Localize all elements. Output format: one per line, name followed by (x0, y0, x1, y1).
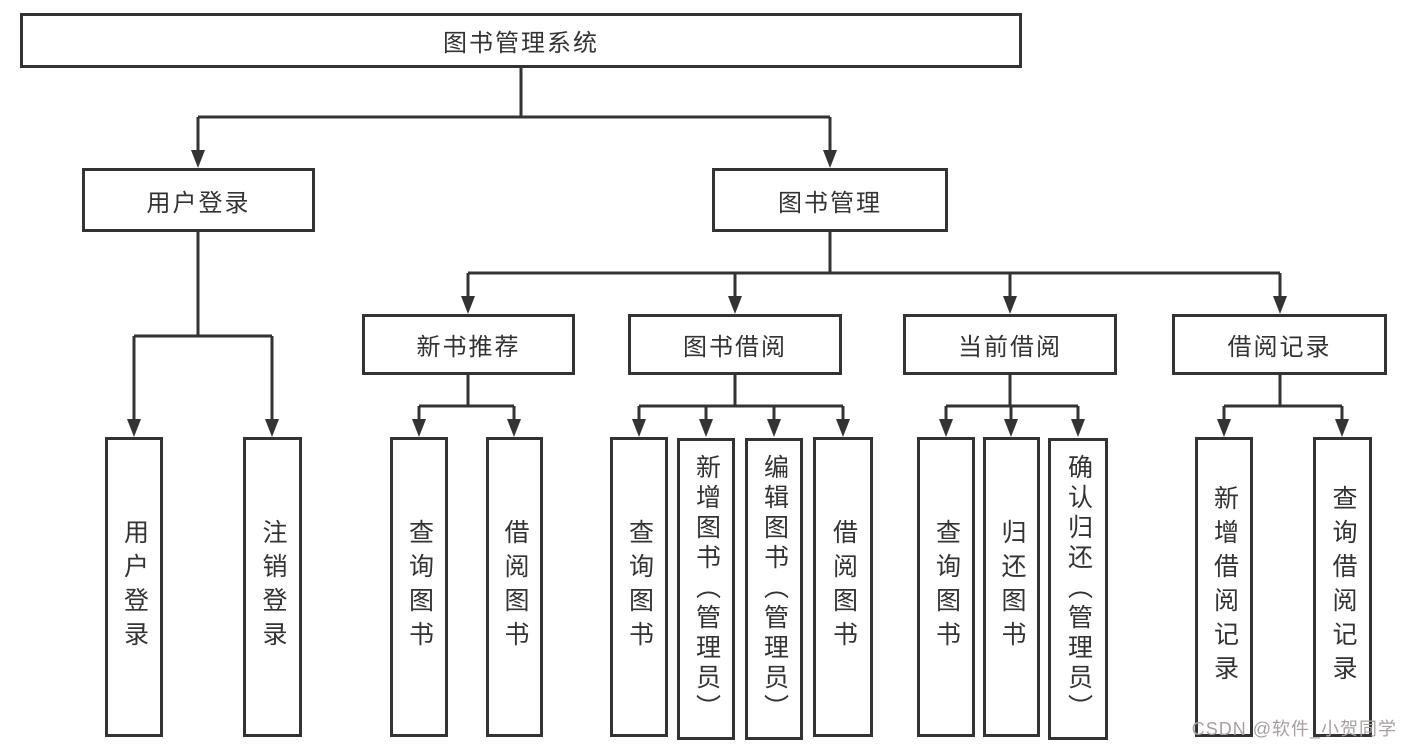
leaf-query-book-2: 查询图书 (610, 437, 668, 737)
arrow-icon (265, 419, 279, 437)
node-label: 借阅图书 (501, 519, 529, 655)
node-label: 用户登录 (120, 519, 149, 655)
arrow-icon (1003, 296, 1017, 314)
node-label: 查询借阅记录 (1329, 485, 1357, 689)
arrow-icon (461, 296, 475, 314)
node-label: 用户登录 (146, 189, 251, 217)
node-label: 查询图书 (932, 519, 961, 655)
arrow-icon (767, 419, 781, 437)
arrow-icon (191, 150, 205, 168)
leaf-query-borrow-record: 查询借阅记录 (1313, 437, 1372, 737)
node-user-login: 用户登录 (82, 168, 315, 232)
arrow-icon (823, 150, 837, 168)
arrow-icon (1217, 419, 1231, 437)
leaf-borrow-book-1: 借阅图书 (486, 437, 543, 737)
node-label: 确认归还（管理员） (1064, 454, 1093, 724)
leaf-add-borrow-record: 新增借阅记录 (1195, 437, 1253, 737)
leaf-query-book-1: 查询图书 (390, 437, 448, 737)
node-label: 查询图书 (405, 519, 434, 655)
node-root-library-system: 图书管理系统 (20, 13, 1022, 68)
node-new-book-recommend: 新书推荐 (362, 314, 575, 375)
arrow-icon (632, 419, 646, 437)
node-label: 编辑图书（管理员） (760, 454, 789, 724)
arrow-icon (1004, 419, 1018, 437)
node-current-borrow: 当前借阅 (903, 314, 1117, 375)
node-label: 查询图书 (625, 519, 654, 655)
node-label: 新增借阅记录 (1210, 485, 1239, 689)
node-label: 借阅图书 (829, 519, 858, 655)
node-label: 借阅记录 (1227, 334, 1332, 361)
node-book-management: 图书管理 (712, 168, 948, 232)
csdn-watermark: CSDN @软件_小贺同学 (1191, 719, 1397, 739)
arrow-icon (1273, 296, 1287, 314)
arrow-icon (836, 419, 850, 437)
leaf-add-book-admin: 新增图书（管理员） (677, 438, 735, 740)
arrow-icon (939, 419, 953, 437)
leaf-user-login: 用户登录 (105, 437, 163, 737)
arrow-icon (1335, 419, 1349, 437)
node-label: 新书推荐 (416, 334, 521, 361)
node-label: 归还图书 (998, 519, 1026, 655)
node-label: 图书借阅 (683, 334, 787, 361)
leaf-edit-book-admin: 编辑图书（管理员） (745, 438, 803, 740)
node-label: 图书管理 (778, 189, 882, 217)
node-label: 图书管理系统 (443, 30, 599, 57)
leaf-logout: 注销登录 (243, 437, 302, 737)
leaf-confirm-return-admin: 确认归还（管理员） (1048, 438, 1108, 740)
arrow-icon (1071, 419, 1085, 437)
node-book-borrow: 图书借阅 (628, 314, 842, 375)
leaf-query-book-3: 查询图书 (917, 437, 975, 737)
node-label: 当前借阅 (958, 334, 1062, 361)
arrow-icon (699, 419, 713, 437)
node-label: 新增图书（管理员） (692, 454, 721, 724)
node-borrow-record: 借阅记录 (1172, 314, 1387, 375)
arrow-icon (412, 419, 426, 437)
leaf-borrow-book-2: 借阅图书 (813, 437, 873, 737)
arrow-icon (728, 296, 742, 314)
node-label: 注销登录 (259, 519, 287, 655)
leaf-return-book: 归还图书 (983, 437, 1040, 737)
arrow-icon (507, 419, 521, 437)
arrow-icon (127, 419, 141, 437)
